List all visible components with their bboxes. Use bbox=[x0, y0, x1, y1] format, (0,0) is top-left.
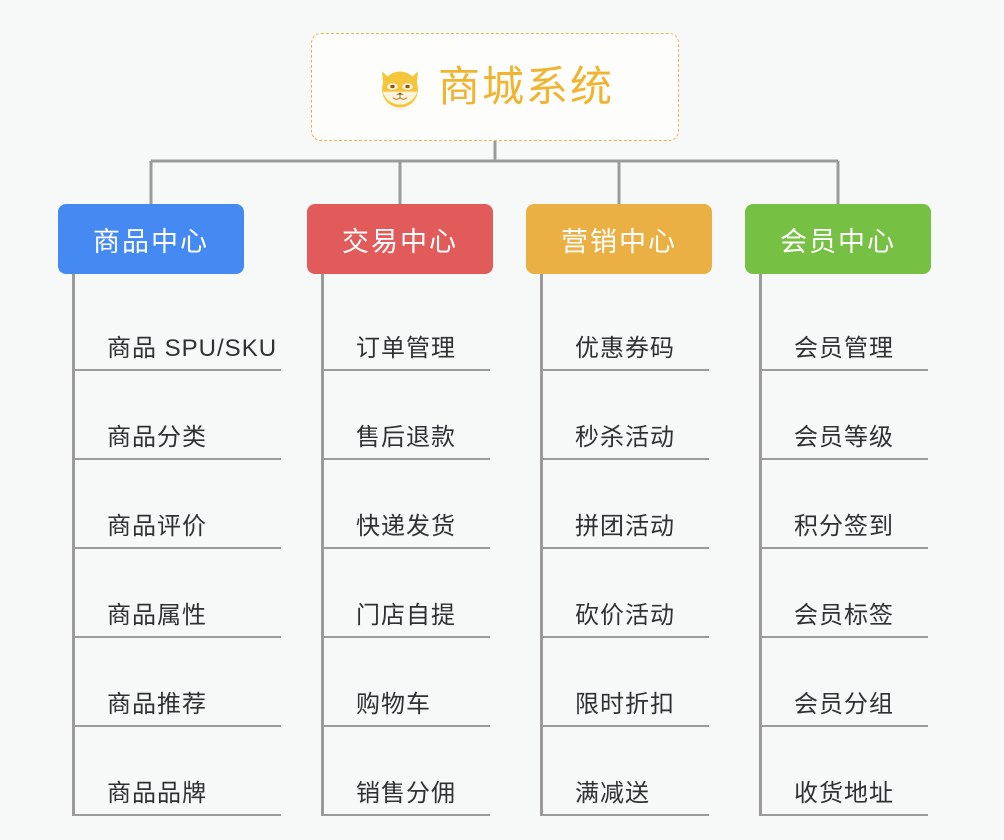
root-node[interactable]: 商城系统 bbox=[311, 33, 679, 141]
leaf-item[interactable]: 销售分佣 bbox=[324, 727, 493, 816]
leaf-item-label: 购物车 bbox=[356, 691, 431, 718]
leaf-item-underline bbox=[543, 725, 709, 727]
leaf-item-label: 会员标签 bbox=[794, 602, 894, 629]
branch-header-member-center[interactable]: 会员中心 bbox=[745, 204, 931, 274]
leaf-item-underline bbox=[75, 369, 281, 371]
leaf-item-label: 会员等级 bbox=[794, 424, 894, 451]
leaf-item-label: 商品分类 bbox=[107, 424, 207, 451]
leaf-item[interactable]: 门店自提 bbox=[324, 549, 493, 638]
leaf-item[interactable]: 会员标签 bbox=[762, 549, 931, 638]
leaf-item[interactable]: 限时折扣 bbox=[543, 638, 712, 727]
branch-header-label: 商品中心 bbox=[93, 226, 209, 257]
root-title: 商城系统 bbox=[437, 63, 614, 110]
leaf-list-trade-center: 订单管理售后退款快递发货门店自提购物车销售分佣 bbox=[321, 274, 493, 816]
leaf-item[interactable]: 售后退款 bbox=[324, 371, 493, 460]
branch-header-marketing-center[interactable]: 营销中心 bbox=[526, 204, 712, 274]
leaf-item-label: 商品评价 bbox=[107, 513, 207, 540]
leaf-item[interactable]: 会员管理 bbox=[762, 282, 931, 371]
leaf-item[interactable]: 会员分组 bbox=[762, 638, 931, 727]
leaf-item-underline bbox=[75, 725, 281, 727]
leaf-item[interactable]: 会员等级 bbox=[762, 371, 931, 460]
leaf-item-label: 商品 SPU/SKU bbox=[107, 335, 278, 362]
branch-header-label: 会员中心 bbox=[780, 226, 896, 257]
leaf-item-underline bbox=[75, 814, 281, 816]
leaf-item-underline bbox=[762, 814, 928, 816]
leaf-item[interactable]: 订单管理 bbox=[324, 282, 493, 371]
leaf-item-label: 会员管理 bbox=[794, 335, 894, 362]
leaf-item-label: 门店自提 bbox=[356, 602, 456, 629]
leaf-item-label: 快递发货 bbox=[356, 513, 456, 540]
leaf-item-underline bbox=[543, 814, 709, 816]
leaf-item-label: 收货地址 bbox=[794, 780, 894, 807]
leaf-item-label: 会员分组 bbox=[794, 691, 894, 718]
leaf-item-label: 拼团活动 bbox=[575, 513, 675, 540]
branch-header-trade-center[interactable]: 交易中心 bbox=[307, 204, 493, 274]
leaf-item[interactable]: 快递发货 bbox=[324, 460, 493, 549]
leaf-item[interactable]: 积分签到 bbox=[762, 460, 931, 549]
leaf-item-label: 砍价活动 bbox=[575, 602, 675, 629]
leaf-item-underline bbox=[543, 547, 709, 549]
leaf-item-label: 售后退款 bbox=[356, 424, 456, 451]
leaf-item[interactable]: 满减送 bbox=[543, 727, 712, 816]
leaf-item[interactable]: 商品 SPU/SKU bbox=[75, 282, 281, 371]
leaf-item-underline bbox=[324, 369, 490, 371]
leaf-item-label: 销售分佣 bbox=[356, 780, 456, 807]
leaf-list-member-center: 会员管理会员等级积分签到会员标签会员分组收货地址 bbox=[759, 274, 931, 816]
leaf-item-underline bbox=[75, 547, 281, 549]
leaf-item-underline bbox=[762, 636, 928, 638]
leaf-item-underline bbox=[324, 725, 490, 727]
leaf-item[interactable]: 商品品牌 bbox=[75, 727, 281, 816]
leaf-item-label: 订单管理 bbox=[356, 335, 456, 362]
leaf-item-underline bbox=[75, 636, 281, 638]
leaf-item-underline bbox=[324, 458, 490, 460]
leaf-list-product-center: 商品 SPU/SKU 商品分类商品评价商品属性商品推荐商品品牌 bbox=[72, 274, 281, 816]
leaf-item-underline bbox=[324, 547, 490, 549]
leaf-item[interactable]: 优惠券码 bbox=[543, 282, 712, 371]
branch-header-label: 营销中心 bbox=[561, 226, 677, 257]
branch-trade-center: 交易中心订单管理售后退款快递发货门店自提购物车销售分佣 bbox=[307, 204, 493, 816]
leaf-item-underline bbox=[324, 814, 490, 816]
leaf-item-underline bbox=[762, 725, 928, 727]
leaf-item-label: 秒杀活动 bbox=[575, 424, 675, 451]
leaf-item-label: 满减送 bbox=[575, 780, 650, 807]
leaf-item[interactable]: 商品推荐 bbox=[75, 638, 281, 727]
leaf-item[interactable]: 拼团活动 bbox=[543, 460, 712, 549]
branch-product-center: 商品中心商品 SPU/SKU 商品分类商品评价商品属性商品推荐商品品牌 bbox=[58, 204, 281, 816]
leaf-item-underline bbox=[324, 636, 490, 638]
leaf-item-label: 商品推荐 bbox=[107, 691, 207, 718]
leaf-item-underline bbox=[543, 458, 709, 460]
leaf-item-label: 商品品牌 bbox=[107, 780, 207, 807]
leaf-item[interactable]: 砍价活动 bbox=[543, 549, 712, 638]
leaf-item-label: 限时折扣 bbox=[575, 691, 675, 718]
leaf-item[interactable]: 购物车 bbox=[324, 638, 493, 727]
leaf-item-underline bbox=[762, 369, 928, 371]
leaf-list-marketing-center: 优惠券码秒杀活动拼团活动砍价活动限时折扣满减送 bbox=[540, 274, 712, 816]
branch-header-product-center[interactable]: 商品中心 bbox=[58, 204, 244, 274]
leaf-item[interactable]: 收货地址 bbox=[762, 727, 931, 816]
branch-marketing-center: 营销中心优惠券码秒杀活动拼团活动砍价活动限时折扣满减送 bbox=[526, 204, 712, 816]
leaf-item-underline bbox=[762, 547, 928, 549]
leaf-item-underline bbox=[762, 458, 928, 460]
leaf-item-underline bbox=[543, 636, 709, 638]
leaf-item[interactable]: 商品评价 bbox=[75, 460, 281, 549]
branch-member-center: 会员中心会员管理会员等级积分签到会员标签会员分组收货地址 bbox=[745, 204, 931, 816]
leaf-item[interactable]: 商品分类 bbox=[75, 371, 281, 460]
leaf-item-underline bbox=[543, 369, 709, 371]
leaf-item-label: 积分签到 bbox=[794, 513, 894, 540]
branch-header-label: 交易中心 bbox=[342, 226, 458, 257]
leaf-item[interactable]: 秒杀活动 bbox=[543, 371, 712, 460]
leaf-item-label: 商品属性 bbox=[107, 602, 207, 629]
leaf-item-label: 优惠券码 bbox=[575, 335, 675, 362]
leaf-item-underline bbox=[75, 458, 281, 460]
shiba-dog-face-icon bbox=[381, 71, 418, 111]
leaf-item[interactable]: 商品属性 bbox=[75, 549, 281, 638]
